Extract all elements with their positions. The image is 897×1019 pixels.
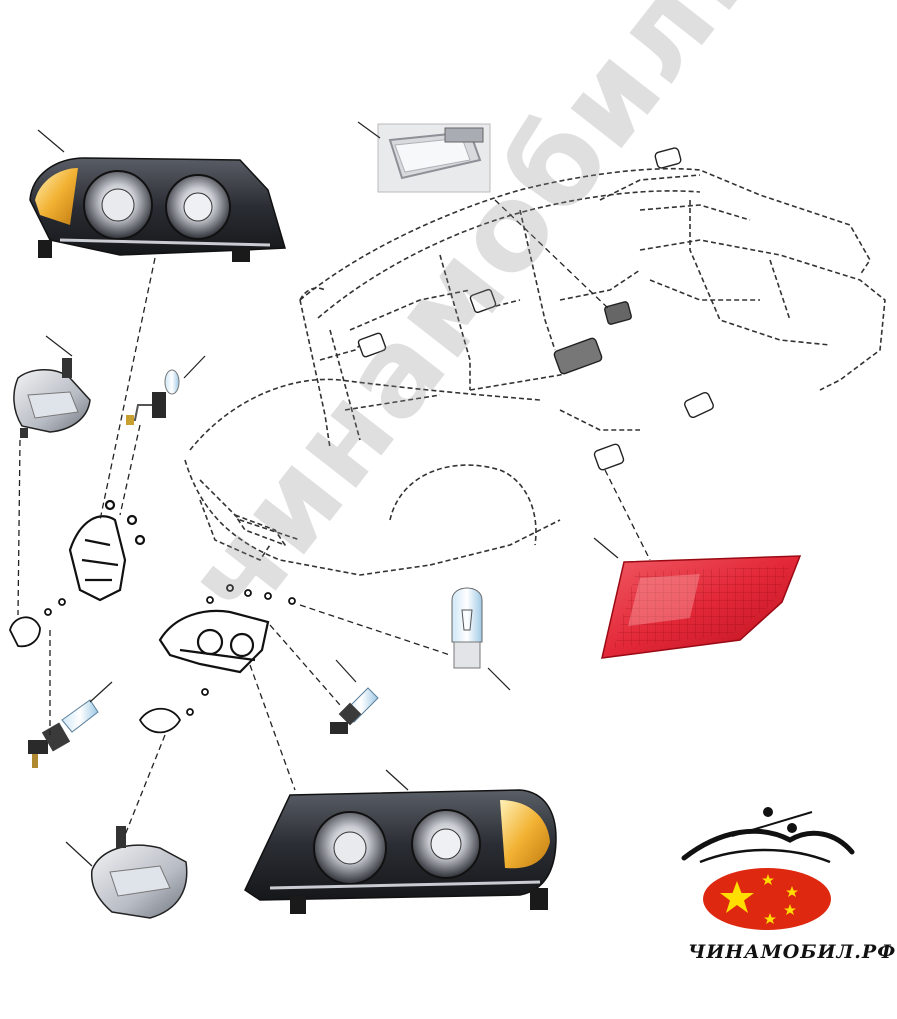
h1-bulb-center-pointer bbox=[335, 659, 357, 683]
w5w-bulb-pointer bbox=[487, 667, 511, 691]
h1-bulb-left-pointer bbox=[89, 681, 113, 703]
fasteners bbox=[9, 584, 296, 734]
rear-lamp-pointer bbox=[593, 537, 619, 559]
headlight-right-image bbox=[29, 157, 286, 262]
headlight-left-image bbox=[244, 789, 557, 914]
headlight-outline-image bbox=[158, 609, 270, 674]
h1-bulb-left-image bbox=[28, 699, 99, 768]
headlight-bracket-image bbox=[68, 499, 146, 602]
dome-light-image bbox=[377, 123, 491, 193]
headlight-right-pointer bbox=[37, 129, 65, 153]
w5w-bulb-image bbox=[451, 587, 483, 669]
h1-bulb-center-image bbox=[330, 687, 379, 734]
logo-roof bbox=[681, 828, 855, 861]
fog-light-left-pointer bbox=[65, 841, 93, 867]
fog-light-right-pointer bbox=[45, 335, 73, 357]
car-body-outline bbox=[184, 167, 886, 576]
logo-big-star bbox=[720, 881, 754, 913]
brand-logo bbox=[681, 807, 855, 930]
leader-lines bbox=[17, 199, 651, 836]
brand-name: ЧИНАМОБИЛ.РФ bbox=[688, 941, 897, 963]
body-small-lamps bbox=[357, 147, 714, 471]
logo-flag-ellipse bbox=[703, 868, 831, 930]
fog-light-left-image bbox=[90, 826, 188, 919]
h3-bulb-pointer bbox=[183, 355, 206, 379]
fog-light-right-image bbox=[13, 358, 91, 438]
h3-bulb-image bbox=[126, 369, 180, 425]
rear-lamp-image bbox=[601, 555, 802, 659]
headlight-left-pointer bbox=[385, 769, 409, 791]
dome-light-pointer bbox=[357, 121, 381, 139]
